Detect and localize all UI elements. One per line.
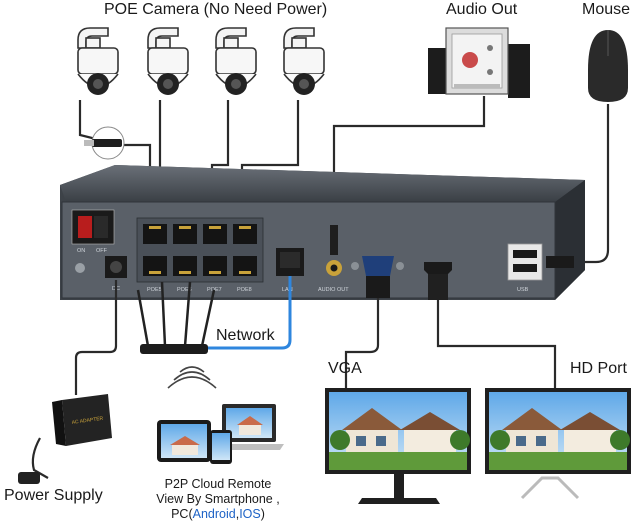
p2p-pc-prefix: PC( bbox=[171, 507, 193, 521]
router bbox=[136, 281, 216, 354]
panel-label-poe6: POE6 bbox=[177, 287, 192, 293]
panel-label-poe8: POE8 bbox=[237, 287, 252, 293]
p2p-caption: P2P Cloud Remote View By Smartphone , PC… bbox=[148, 477, 288, 522]
dc-jack bbox=[75, 256, 127, 278]
network-cable bbox=[190, 276, 292, 350]
poe-camera-label: POE Camera (No Need Power) bbox=[104, 1, 328, 18]
panel-label-lan: LAN bbox=[282, 287, 293, 293]
poe-camera-4 bbox=[283, 27, 325, 95]
panel-label-audio-out: AUDIO OUT bbox=[318, 287, 349, 293]
cable-connector-zoom bbox=[84, 126, 125, 160]
p2p-caption-line2: View By Smartphone , bbox=[156, 492, 280, 506]
poe-port-block bbox=[136, 217, 264, 283]
audio-out-jack bbox=[326, 225, 342, 276]
poe-camera-1 bbox=[77, 27, 119, 95]
vga-label: VGA bbox=[328, 360, 362, 377]
adapter-label: AC ADAPTER bbox=[71, 416, 104, 426]
power-switch bbox=[71, 209, 115, 245]
mouse-device bbox=[588, 30, 628, 102]
panel-label-off: OFF bbox=[96, 248, 108, 254]
p2p-caption-line1: P2P Cloud Remote bbox=[164, 477, 272, 491]
p2p-caption-line3: PC(Android,IOS) bbox=[148, 507, 288, 522]
panel-label-poe7: POE7 bbox=[207, 287, 222, 293]
p2p-devices bbox=[157, 404, 284, 464]
vga-port bbox=[351, 256, 404, 298]
p2p-separator: , bbox=[235, 507, 240, 521]
network-label: Network bbox=[216, 327, 275, 344]
vga-monitor bbox=[325, 388, 471, 504]
p2p-android-link: Android bbox=[192, 507, 236, 521]
p2p-ios-link: IOS bbox=[239, 507, 261, 521]
panel-label-usb: USB bbox=[517, 287, 529, 293]
poe-camera-2 bbox=[147, 27, 189, 95]
hdmi-port bbox=[424, 262, 452, 300]
p2p-suffix: ) bbox=[260, 507, 265, 521]
lan-port bbox=[276, 248, 304, 276]
mouse-label: Mouse bbox=[582, 1, 631, 18]
wifi-waves bbox=[167, 366, 217, 389]
power-adapter: AC ADAPTER bbox=[18, 280, 118, 484]
speaker-set bbox=[428, 27, 530, 98]
hd-port-label: HD Port bbox=[570, 360, 627, 377]
panel-label-on: ON bbox=[77, 248, 85, 254]
audio-out-label: Audio Out bbox=[446, 1, 518, 18]
usb-ports bbox=[507, 243, 574, 281]
video-cables bbox=[344, 298, 557, 390]
panel-label-poe5: POE5 bbox=[147, 287, 162, 293]
hd-monitor bbox=[485, 388, 631, 500]
poe-camera-3 bbox=[215, 27, 257, 95]
power-supply-label: Power Supply bbox=[4, 487, 103, 504]
